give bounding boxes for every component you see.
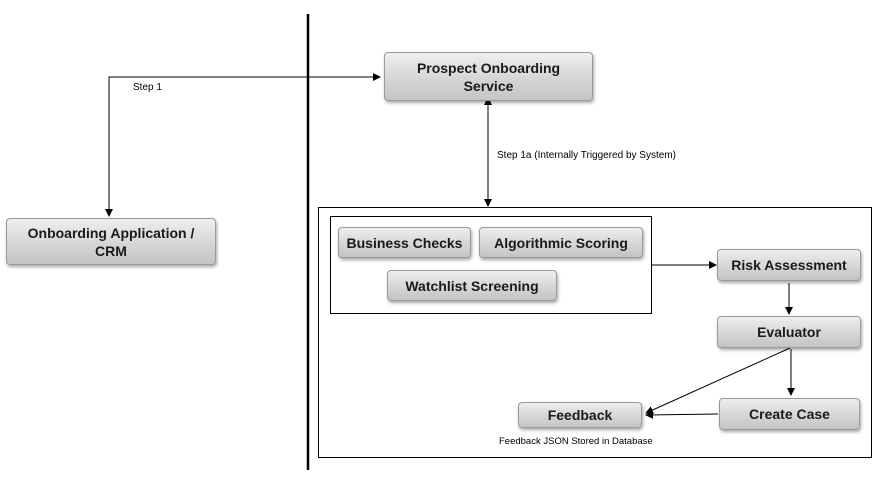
business-checks-node[interactable]: Business Checks	[338, 227, 471, 258]
risk-assessment-node[interactable]: Risk Assessment	[717, 249, 861, 281]
feedback-node[interactable]: Feedback	[518, 402, 642, 428]
step1-label: Step 1	[133, 82, 162, 93]
evaluator-to-feedback-connector	[645, 347, 791, 414]
create-case-node[interactable]: Create Case	[719, 398, 860, 430]
algorithmic-scoring-node[interactable]: Algorithmic Scoring	[479, 227, 643, 258]
prospect-onboarding-service-node[interactable]: Prospect Onboarding Service	[384, 52, 593, 101]
feedback-note-label: Feedback JSON Stored in Database	[499, 436, 653, 447]
step1-connector	[105, 73, 381, 217]
system-frame	[318, 207, 872, 458]
watchlist-screening-node[interactable]: Watchlist Screening	[387, 270, 557, 301]
create-case-to-feedback-connector	[645, 410, 719, 419]
checks-group-frame	[330, 216, 652, 314]
evaluator-node[interactable]: Evaluator	[717, 316, 861, 348]
step1a-label: Step 1a (Internally Triggered by System)	[497, 150, 676, 161]
onboarding-application-crm-node[interactable]: Onboarding Application / CRM	[6, 218, 216, 265]
